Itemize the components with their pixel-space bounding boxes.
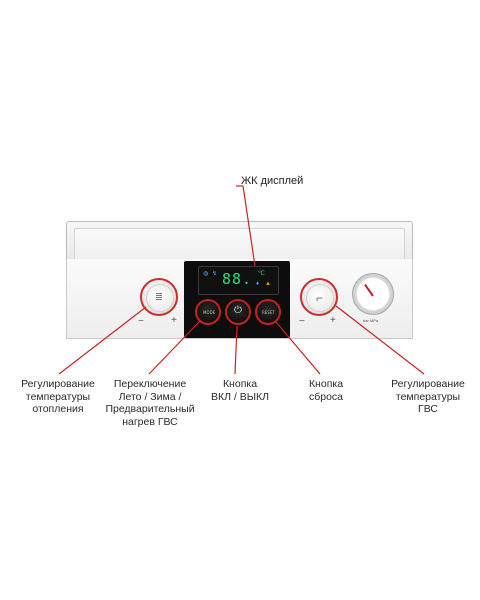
mode-callout-line	[148, 319, 202, 375]
lcd-display-label: ЖК дисплей	[241, 175, 304, 187]
callout-line: Лето / Зима /	[118, 390, 182, 403]
reset-callout-line	[275, 321, 321, 375]
callout-line: отопления	[32, 403, 84, 415]
fault-icon: ▲	[265, 281, 271, 287]
power-callout-line	[234, 325, 238, 375]
dhw-callout-line	[335, 305, 425, 375]
lcd-readout: 88.	[222, 270, 253, 288]
callout-line: Предварительный	[105, 403, 195, 415]
faucet-icon: ⌐	[316, 291, 324, 305]
callout-mode-switch: Переключение Лето / Зима / Предварительн…	[100, 378, 200, 428]
lcd-callout-line	[242, 185, 256, 267]
gauge-unit-label: bar MPa	[363, 318, 379, 323]
heating-callout-line	[58, 306, 147, 375]
callout-line: сброса	[308, 390, 344, 403]
dhw-minus-sign: −	[299, 316, 305, 327]
reset-button[interactable]: RESET	[255, 299, 281, 325]
heating-plus-sign: +	[171, 315, 177, 326]
callout-line: Переключение	[113, 378, 187, 390]
dhw-temperature-knob[interactable]: ⌐	[300, 278, 338, 316]
callout-line: Кнопка	[308, 378, 344, 390]
flame-icon: ♦	[256, 281, 260, 287]
callout-line: температуры	[395, 390, 461, 403]
callout-line: Регулирование	[391, 378, 465, 390]
heating-mode-icon: ◍	[203, 271, 209, 277]
lcd-display	[198, 266, 279, 295]
pressure-gauge-icon	[352, 273, 394, 315]
callout-line: ГВС	[418, 403, 438, 415]
callout-line: Кнопка	[222, 378, 258, 390]
power-icon: ⏻	[234, 305, 242, 316]
knob-cap	[306, 284, 334, 312]
reset-button-label: RESET	[262, 310, 275, 315]
dhw-plus-sign: +	[330, 315, 336, 326]
callout-line: Регулирование	[21, 378, 95, 390]
mode-button-label: MODE	[203, 310, 216, 315]
callout-line: нагрев ГВС	[122, 415, 178, 428]
callout-power-button: Кнопка ВКЛ / ВЫКЛ	[200, 378, 280, 403]
heating-temperature-knob[interactable]	[140, 278, 178, 316]
callout-dhw-temperature: Регулирование температуры ГВС	[378, 378, 478, 416]
degree-celsius-icon: ℃	[258, 271, 265, 277]
mode-button[interactable]: MODE	[195, 299, 221, 325]
callout-line: температуры	[25, 390, 91, 403]
water-tap-icon: ↯	[212, 271, 218, 277]
radiator-icon	[156, 293, 162, 301]
heating-minus-sign: −	[138, 316, 144, 327]
callout-heating-temperature: Регулирование температуры отопления	[8, 378, 108, 416]
callout-line: ВКЛ / ВЫКЛ	[210, 390, 270, 403]
power-button[interactable]: ⏻	[225, 299, 251, 325]
callout-reset-button: Кнопка сброса	[296, 378, 356, 403]
